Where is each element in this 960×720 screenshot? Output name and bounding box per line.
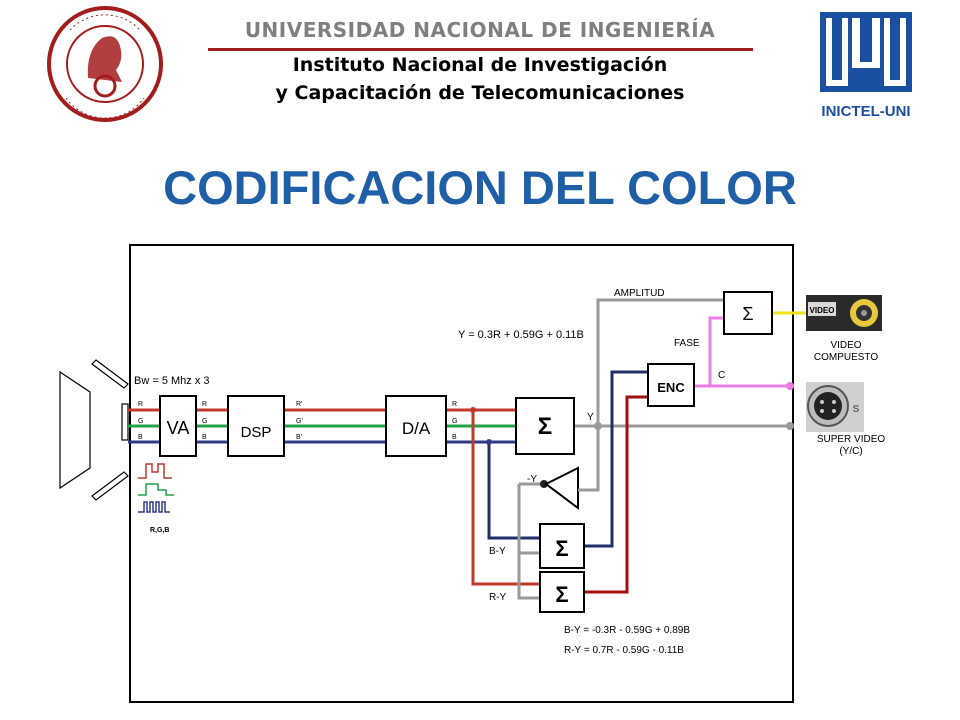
- sigma-ry-label: Σ: [555, 582, 568, 607]
- sigma-composite-block: [723, 291, 773, 335]
- b-branch-line: [487, 442, 540, 540]
- c-end-dot: [786, 382, 794, 390]
- y-to-composite-line: [596, 298, 724, 426]
- c-label: C: [718, 370, 725, 381]
- rgb-prime-b: B': [296, 434, 302, 441]
- y-to-inverter-line: [578, 426, 600, 492]
- r-junction-dot: [470, 407, 476, 413]
- da-label: D/A: [402, 419, 431, 438]
- rgb-waveforms: [138, 463, 174, 513]
- video-compuesto-label-1: VIDEO: [830, 340, 861, 351]
- ry-label: R-Y: [489, 592, 507, 603]
- rgb-va-g: G: [202, 418, 207, 425]
- rgb-va-r: R: [202, 401, 207, 408]
- super-video-label-2: (Y/C): [839, 446, 862, 457]
- by-to-enc-line: [584, 370, 648, 548]
- sigma-y-block: [515, 397, 575, 455]
- svideo-jack: S: [806, 382, 864, 432]
- sigma-by-label: Σ: [555, 536, 568, 561]
- inictel-uni-logo: INICTEL-UNI: [820, 12, 912, 120]
- da-block: [385, 395, 447, 457]
- rgb-da-b: B: [452, 434, 457, 441]
- va-block: [159, 395, 197, 457]
- institute-name-line1: Instituto Nacional de Investigación: [292, 54, 668, 76]
- b-junction-dot: [486, 439, 492, 445]
- dsp-block: [227, 395, 285, 457]
- dsp-label: DSP: [241, 424, 272, 441]
- y-equation: Y = 0.3R + 0.59G + 0.11B: [458, 329, 584, 341]
- rgb-in-g: G: [138, 418, 143, 425]
- composite-video-jack: VIDEO: [806, 295, 882, 331]
- slide-title: CODIFICACION DEL COLOR: [163, 161, 797, 214]
- inverter-output-dot: [540, 480, 548, 488]
- sigma-ry-block: [539, 571, 585, 613]
- svideo-jack-text: S: [853, 404, 860, 415]
- c-to-composite-line: [708, 316, 724, 386]
- fase-label: FASE: [674, 338, 700, 349]
- rgb-va-b: B: [202, 434, 207, 441]
- enc-label: ENC: [657, 380, 685, 395]
- rgb-in-b: B: [138, 434, 143, 441]
- sigma-by-block: [539, 523, 585, 569]
- ry-to-enc-line: [584, 395, 648, 594]
- by-equation: B-Y = -0.3R - 0.59G + 0.89B: [564, 625, 690, 636]
- svg-text:INICTEL-UNI: INICTEL-UNI: [821, 103, 910, 120]
- uni-seal-logo: [47, 6, 163, 122]
- rgb-prime-g: G': [296, 418, 303, 425]
- by-label: B-Y: [489, 546, 506, 557]
- enc-block: [647, 363, 695, 407]
- ry-equation: R-Y = 0.7R - 0.59G - 0.11B: [564, 645, 684, 656]
- video-compuesto-label-2: COMPUESTO: [814, 352, 878, 363]
- sigma-y-label: Σ: [538, 413, 552, 440]
- y-end-dot: [786, 422, 794, 430]
- university-title: UNIVERSIDAD NACIONAL DE INGENIERÍA: [244, 18, 716, 42]
- rgb-in-r: R: [138, 401, 143, 408]
- diagram-frame: [129, 244, 794, 703]
- amplitud-label: AMPLITUD: [614, 288, 665, 299]
- sigma-composite-label: Σ: [742, 304, 753, 324]
- inverter-triangle: [544, 466, 579, 510]
- header-divider: [208, 48, 753, 51]
- va-label: VA: [167, 418, 190, 438]
- rgb-da-r: R: [452, 401, 457, 408]
- video-jack-text: VIDEO: [810, 306, 835, 315]
- camera-prism: [59, 359, 129, 501]
- super-video-label-1: SUPER VIDEO: [817, 434, 886, 445]
- waveform-label: R,G,B: [150, 527, 169, 534]
- bandwidth-label: Bw = 5 Mhz x 3: [134, 375, 210, 387]
- y-label: Y: [587, 412, 594, 423]
- institute-name-line2: y Capacitación de Telecomunicaciones: [275, 82, 685, 104]
- rgb-prime-r: R': [296, 401, 302, 408]
- neg-y-line-ry: [517, 484, 540, 600]
- neg-y-label: -Y: [527, 474, 537, 485]
- rgb-da-g: G: [452, 418, 457, 425]
